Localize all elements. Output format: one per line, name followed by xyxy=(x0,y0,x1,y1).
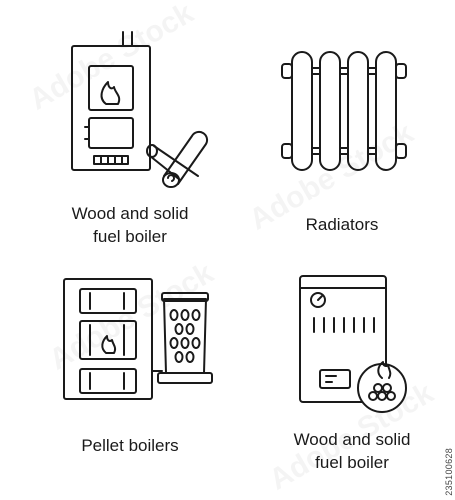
wood-solid-fuel-boiler-icon xyxy=(60,30,210,190)
caption-line: fuel boiler xyxy=(93,227,167,246)
wood-solid-fuel-boiler-caption: Wood and solid fuel boiler xyxy=(40,202,220,248)
caption-line: Radiators xyxy=(305,215,379,234)
pellet-boilers-caption: Pellet boilers xyxy=(50,434,210,457)
caption-line: Wood and solid xyxy=(293,430,411,449)
caption-line: Wood and solid xyxy=(71,204,189,223)
wall-boiler-icon xyxy=(292,270,422,420)
wall-boiler-caption: Wood and solid fuel boiler xyxy=(262,428,442,474)
stock-id: 235100628 xyxy=(444,448,454,496)
pellet-boiler-icon xyxy=(58,275,218,405)
caption-line: Pellet boilers xyxy=(81,436,179,455)
radiators-caption: Radiators xyxy=(262,213,422,236)
radiator-icon xyxy=(278,40,413,180)
caption-line: fuel boiler xyxy=(315,453,389,472)
